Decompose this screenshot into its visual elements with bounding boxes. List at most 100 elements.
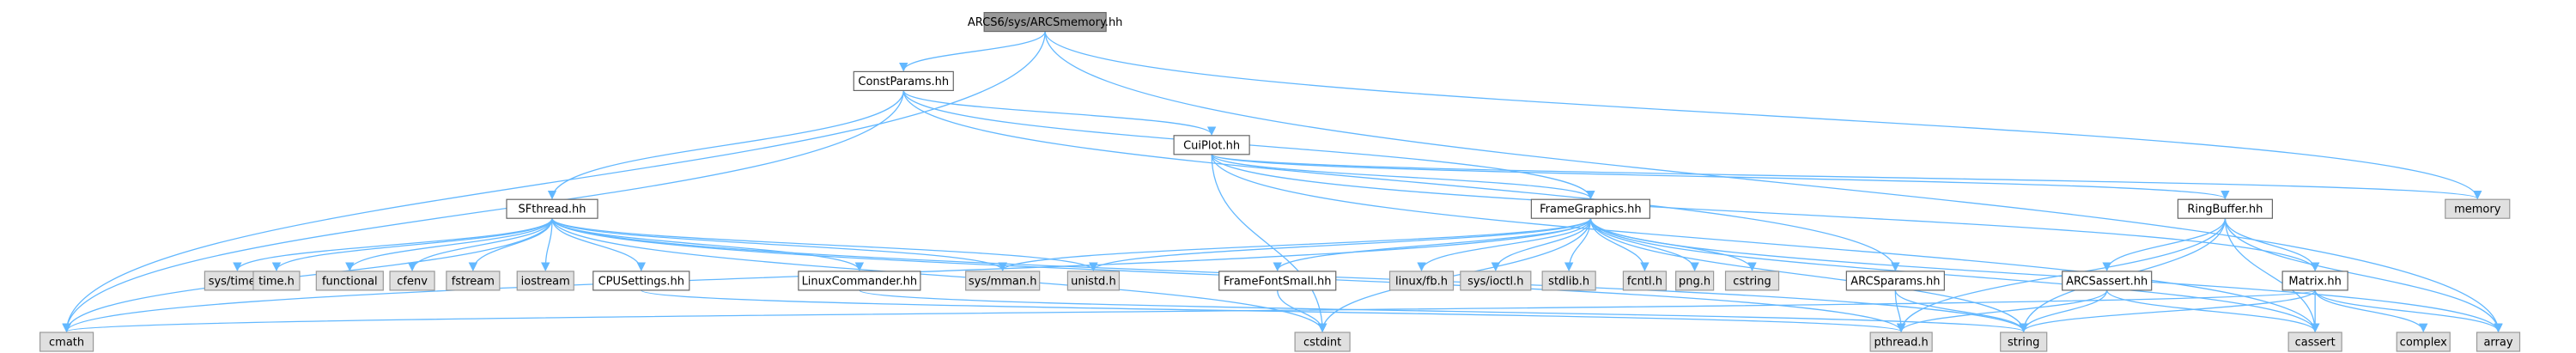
node-pthread: pthread.h [1869, 332, 1933, 352]
edge-framegraphics-to-cassert [1589, 218, 2320, 333]
node-box-root [983, 11, 1107, 33]
node-label-cuiplot: CuiPlot.hh [1183, 139, 1240, 152]
node-label-cfenv: cfenv [397, 275, 428, 288]
edge-framegraphics-to-unistd [1089, 217, 1592, 271]
node-label-complex: complex [2400, 337, 2447, 350]
node-label-root: ARCS6/sys/ARCSmemory.hh [968, 16, 1123, 29]
edge-cuiplot-to-memory [1211, 154, 2482, 200]
node-box-array [2476, 332, 2521, 352]
edge-constparams-to-cuiplot [902, 90, 1217, 136]
edge-framefontsmall-to-cstdint [1277, 289, 1327, 333]
node-arcsparams[interactable]: ARCSparams.hh [1845, 271, 1945, 291]
node-cstdint: cstdint [1294, 332, 1351, 352]
node-label-matrix: Matrix.hh [2288, 275, 2342, 288]
edge-matrix-to-string [2019, 289, 2316, 333]
node-label-cpusettings: CPUSettings.hh [598, 275, 684, 288]
edges-layer [62, 31, 2503, 333]
node-box-cmath [39, 332, 94, 352]
node-cmath: cmath [39, 332, 94, 352]
edge-arcsparams-to-string [1894, 289, 2028, 333]
node-box-cfenv [389, 271, 435, 291]
edge-framegraphics-to-cstdint [1317, 218, 1592, 333]
node-box-fcntl [1622, 271, 1668, 291]
edge-framegraphics-to-sysmman [998, 217, 1592, 271]
edge-framegraphics-to-fcntl [1589, 218, 1649, 271]
node-label-png: png.h [1679, 275, 1710, 288]
node-memory: memory [2445, 198, 2511, 219]
edge-root-to-constparams [899, 31, 1046, 72]
node-arcsassert[interactable]: ARCSassert.hh [2062, 271, 2153, 291]
node-label-iostream: iostream [521, 275, 570, 288]
node-box-ringbuffer [2177, 198, 2274, 219]
node-label-linuxcommander: LinuxCommander.hh [802, 275, 918, 288]
node-label-systime: sys/time.h [209, 275, 266, 288]
edge-constparams-to-cmath [62, 90, 904, 333]
edge-cuiplot-to-cstdint [1211, 154, 1327, 333]
node-box-sysioctl [1460, 271, 1532, 291]
node-label-constparams: ConstParams.hh [858, 76, 949, 88]
node-fcntl: fcntl.h [1622, 271, 1668, 291]
edge-framegraphics-to-array [1589, 218, 2503, 333]
node-label-unistd: unistd.h [1071, 275, 1116, 288]
edge-sfthread-to-timeh [271, 217, 553, 271]
node-label-stdlib: stdlib.h [1548, 275, 1589, 288]
edge-constparams-to-sfthread [547, 90, 904, 200]
node-ringbuffer[interactable]: RingBuffer.hh [2177, 198, 2274, 219]
node-box-sfthread [506, 198, 598, 219]
edge-cuiplot-to-cassert [1211, 154, 2320, 333]
edge-sfthread-to-unistd [551, 217, 1098, 271]
node-label-arcsassert: ARCSassert.hh [2066, 275, 2148, 288]
node-box-cstdint [1294, 332, 1351, 352]
node-box-functional [315, 271, 384, 291]
node-label-pthread: pthread.h [1874, 337, 1929, 350]
node-linuxfb: linux/fb.h [1388, 271, 1455, 291]
edge-cpusettings-to-pthread [641, 289, 1905, 333]
node-box-pthread [1869, 332, 1933, 352]
edge-arcsassert-to-pthread [1897, 289, 2108, 333]
node-array: array [2476, 332, 2521, 352]
node-box-framegraphics [1530, 198, 1650, 219]
node-framegraphics[interactable]: FrameGraphics.hh [1530, 198, 1650, 219]
edge-matrix-to-cmath [63, 289, 2316, 333]
edge-cuiplot-to-matrix [1211, 154, 2320, 271]
edge-linuxcommander-to-string [859, 289, 2028, 333]
node-cpusettings[interactable]: CPUSettings.hh [592, 271, 690, 291]
node-box-stdlib [1541, 271, 1596, 291]
edge-matrix-to-array [2314, 289, 2503, 333]
node-stdlib: stdlib.h [1541, 271, 1596, 291]
node-label-sysioctl: sys/ioctl.h [1467, 275, 1523, 288]
edge-framegraphics-to-png [1589, 218, 1699, 271]
node-box-memory [2445, 198, 2511, 219]
node-linuxcommander[interactable]: LinuxCommander.hh [798, 271, 921, 291]
node-box-string [2000, 332, 2048, 352]
edge-framegraphics-to-string [1589, 218, 2028, 333]
edge-root-to-array [1044, 31, 2503, 333]
edge-cuiplot-to-ringbuffer [1211, 154, 2230, 200]
node-box-framefontsmall [1218, 271, 1337, 291]
node-box-png [1675, 271, 1715, 291]
edge-framegraphics-to-linuxfb [1417, 218, 1592, 271]
node-label-fstream: fstream [452, 275, 495, 288]
node-box-constparams [853, 70, 954, 92]
node-complex: complex [2396, 332, 2451, 352]
edge-matrix-to-complex [2314, 289, 2428, 333]
node-cstring: cstring [1724, 271, 1780, 291]
node-box-linuxfb [1388, 271, 1455, 291]
node-framefontsmall[interactable]: FrameFontSmall.hh [1218, 271, 1337, 291]
node-box-fstream [446, 271, 501, 291]
node-box-timeh [252, 271, 301, 291]
node-box-cpusettings [592, 271, 690, 291]
node-cuiplot[interactable]: CuiPlot.hh [1173, 135, 1250, 155]
node-root[interactable]: ARCS6/sys/ARCSmemory.hh [968, 11, 1123, 33]
edge-sfthread-to-cpusettings [551, 218, 646, 271]
node-sysmman: sys/mman.h [965, 271, 1041, 291]
node-cassert: cassert [2287, 332, 2342, 352]
node-box-cuiplot [1173, 135, 1250, 155]
node-matrix[interactable]: Matrix.hh [2281, 271, 2348, 291]
edge-ringbuffer-to-arcsassert [2102, 218, 2227, 271]
node-label-arcsparams: ARCSparams.hh [1850, 275, 1940, 288]
node-sfthread[interactable]: SFthread.hh [506, 198, 598, 219]
node-label-array: array [2483, 337, 2512, 350]
node-constparams[interactable]: ConstParams.hh [853, 70, 954, 92]
